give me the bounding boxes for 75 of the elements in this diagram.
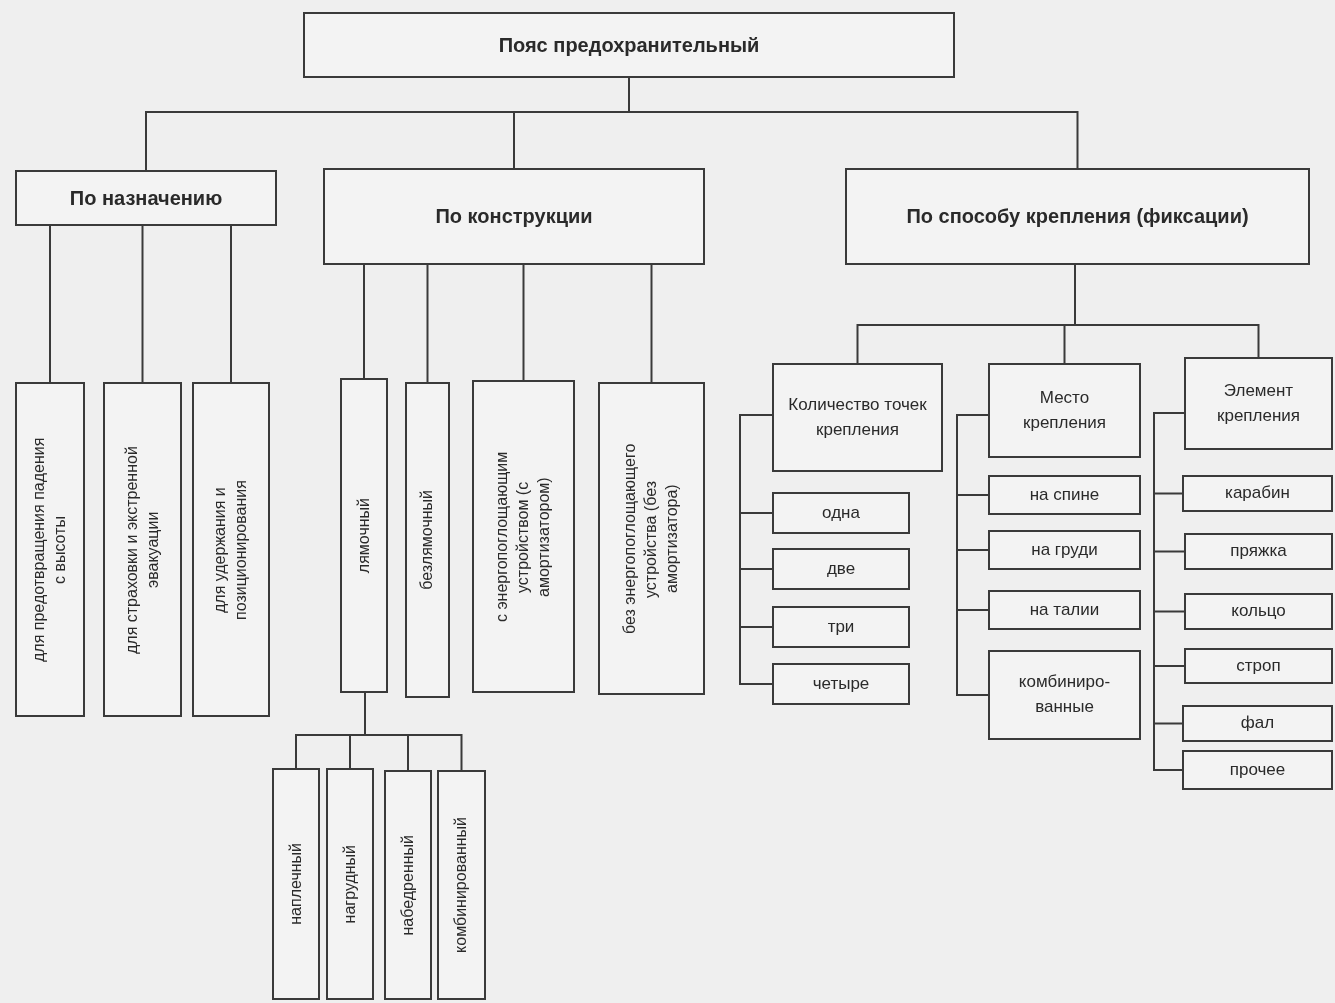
category-label: четыре <box>812 672 870 695</box>
connector-line <box>1074 264 1260 358</box>
category-box <box>192 382 270 717</box>
category-box <box>1184 593 1333 630</box>
category-label: с энергопоглощающим устройством (с амортизатором) <box>492 450 553 624</box>
category-label: на талии <box>1029 598 1100 621</box>
category-label: две <box>826 557 856 580</box>
category-box <box>1182 750 1333 790</box>
category-box <box>384 770 432 1000</box>
category-box <box>103 382 182 717</box>
category-box <box>326 768 374 1000</box>
category-label: наплечный <box>285 843 305 925</box>
category-box <box>437 770 486 1000</box>
category-label: кольцо <box>1231 600 1286 623</box>
connector-line <box>650 264 653 383</box>
category-box <box>1182 705 1333 742</box>
category-box <box>988 475 1141 515</box>
category-label: По способу крепления (фиксации) <box>906 204 1249 229</box>
category-box <box>772 492 910 534</box>
category-label: на спине <box>1029 483 1100 506</box>
category-box <box>988 650 1141 740</box>
category-box <box>1184 648 1333 684</box>
category-box <box>323 168 705 265</box>
category-label: фал <box>1240 712 1275 735</box>
category-box <box>1184 357 1333 450</box>
category-box <box>405 382 450 698</box>
category-box <box>1184 533 1333 570</box>
category-box <box>15 382 85 717</box>
category-box <box>988 363 1141 458</box>
category-label: По назначению <box>69 185 223 211</box>
category-label: строп <box>1236 654 1281 677</box>
category-label: нагрудный <box>339 844 359 924</box>
category-label: Количество точек крепления <box>787 393 928 441</box>
category-box <box>845 168 1310 265</box>
connector-line <box>739 414 773 685</box>
category-label: По конструкции <box>435 204 593 229</box>
category-label: на груди <box>1031 538 1098 561</box>
category-label: без энергопоглощающего устройства (без амортизатора) <box>620 442 681 636</box>
category-label: карабин <box>1225 482 1290 505</box>
category-label: лямочный <box>353 497 373 574</box>
connector-line <box>426 264 429 383</box>
category-box <box>988 590 1141 630</box>
category-box <box>772 663 910 705</box>
category-label: для предотвращения падения с высоты <box>29 436 69 664</box>
category-label: комбиниро-ванные <box>1017 671 1112 718</box>
category-label: прочее <box>1229 758 1286 781</box>
category-box <box>772 548 910 590</box>
category-box <box>772 606 910 648</box>
category-box <box>598 382 705 695</box>
connector-line <box>956 414 989 696</box>
category-label: Пояс предохранительный <box>498 32 760 58</box>
connector-line <box>49 225 51 383</box>
category-label: Элемент крепления <box>1216 379 1301 427</box>
category-box <box>472 380 575 693</box>
category-box <box>303 12 955 78</box>
connector-line <box>141 225 144 383</box>
connector-line <box>363 264 365 379</box>
category-box <box>988 530 1141 570</box>
category-box <box>340 378 388 693</box>
category-label: одна <box>822 501 860 524</box>
category-label: Место крепления <box>1022 386 1107 434</box>
category-label: комбинированный <box>451 817 471 953</box>
category-label: три <box>827 615 855 638</box>
connector-line <box>522 264 525 381</box>
category-box <box>772 363 943 472</box>
category-label: безлямочный <box>417 490 437 590</box>
connector-line <box>364 692 463 771</box>
category-label: для удержания и позиционирования <box>210 478 250 622</box>
category-box <box>272 768 320 1000</box>
category-label: пряжка <box>1230 540 1287 563</box>
category-label: набедренный <box>397 834 417 936</box>
category-box <box>15 170 277 226</box>
connector-line <box>230 225 232 383</box>
category-label: для страховки и экстренной эвакуации <box>121 444 162 656</box>
category-box <box>1182 475 1333 512</box>
